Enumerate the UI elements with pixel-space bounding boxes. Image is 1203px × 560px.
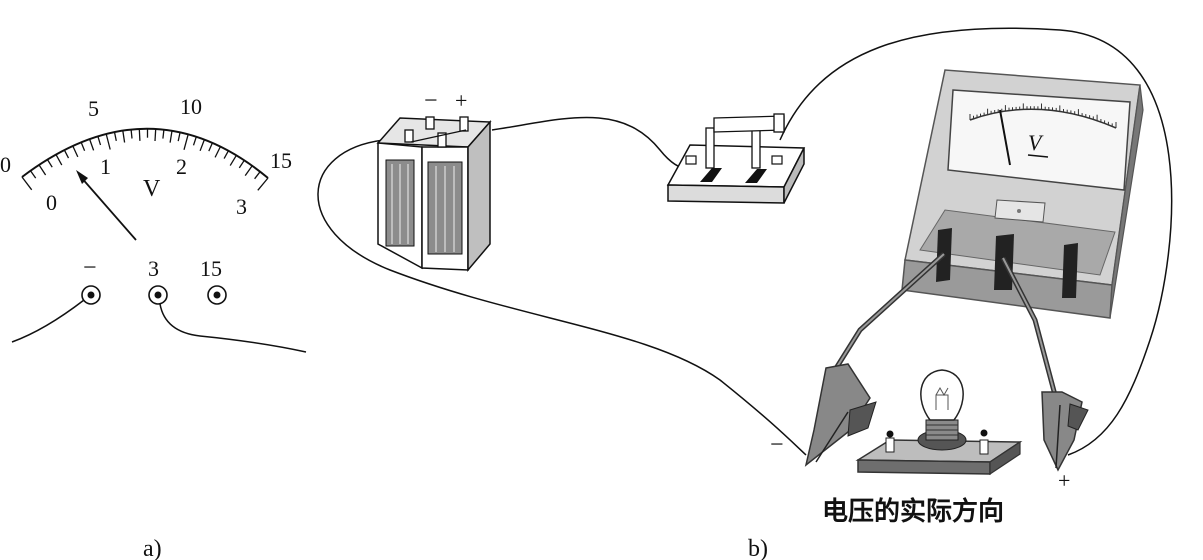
scale-tick [122, 130, 126, 143]
scale-tick [177, 132, 181, 142]
scale-tick [97, 136, 102, 146]
knife-switch [666, 113, 806, 204]
scale-tick [214, 146, 221, 158]
battery [376, 116, 492, 273]
scale-tick [223, 150, 229, 159]
scale-tick [38, 164, 47, 176]
scale-tick [254, 171, 261, 180]
wire-switch-to-probe [779, 27, 1173, 456]
scale-tick [88, 138, 95, 151]
scale-tick [46, 159, 53, 168]
caption-a: a) [143, 536, 162, 560]
wire-battery-to-probe [317, 139, 807, 456]
pointer-arrow [76, 170, 137, 241]
wire-minus [11, 299, 85, 343]
unit-label: V [143, 176, 161, 202]
scale-tick [183, 134, 189, 150]
battery-minus-label: − [424, 88, 438, 114]
scale-tick [29, 170, 37, 179]
panel-b: − + V [317, 27, 1173, 560]
scale-tick [105, 133, 111, 150]
voltmeter: V [901, 69, 1144, 319]
probe-leads [832, 252, 1058, 396]
voltage-direction-label: 电压的实际方向 [822, 496, 1004, 527]
terminal-3 [148, 285, 168, 305]
scale-tick [80, 142, 86, 151]
terminal-minus [81, 285, 101, 305]
scale-tick [244, 165, 253, 176]
terminal-15 [207, 285, 227, 305]
scale-tick [257, 177, 269, 191]
scale-outer-10: 10 [180, 94, 202, 119]
probe-clip-minus [804, 363, 877, 467]
probe-clip-plus [1041, 391, 1089, 472]
battery-plus-label: + [455, 88, 467, 113]
terminal-label-minus: − [83, 255, 97, 281]
terminal-label-3: 3 [148, 256, 159, 281]
scale-tick [238, 159, 245, 169]
scale-tick [199, 139, 206, 152]
scale-tick [21, 176, 33, 191]
scale-tick [113, 131, 117, 142]
scale-inner-3: 3 [236, 194, 247, 219]
probe-minus-label: − [770, 432, 784, 458]
scale-tick [72, 145, 79, 158]
wire-3 [159, 303, 307, 353]
scale-inner-1: 1 [100, 154, 111, 179]
caption-b: b) [748, 536, 768, 560]
scale-tick [208, 142, 213, 152]
scale-tick [130, 129, 133, 139]
terminal-label-15: 15 [200, 256, 222, 281]
bulb [917, 369, 967, 451]
scale-tick [192, 136, 197, 146]
scale-outer-15: 15 [270, 148, 292, 173]
scale-tick [154, 128, 157, 142]
scale-tick [162, 129, 165, 139]
scale-tick [138, 128, 141, 141]
wire-battery-to-switch [491, 116, 697, 170]
scale-tick [63, 149, 70, 159]
lamp-base [855, 429, 1023, 476]
scale-tick [169, 130, 173, 143]
scale-inner-2: 2 [176, 154, 187, 179]
scale-outer-5: 5 [88, 96, 99, 121]
panel-a: 0 5 10 15 0 1 2 3 V − 3 15 a) [0, 94, 307, 560]
scale-tick [229, 154, 237, 166]
scale-inner-0: 0 [46, 190, 57, 215]
dial-scale [21, 127, 269, 191]
scale-outer-0: 0 [0, 152, 11, 177]
meter-symbol: V [1028, 130, 1044, 155]
probe-plus-label: + [1058, 468, 1070, 493]
scale-tick [55, 154, 63, 166]
